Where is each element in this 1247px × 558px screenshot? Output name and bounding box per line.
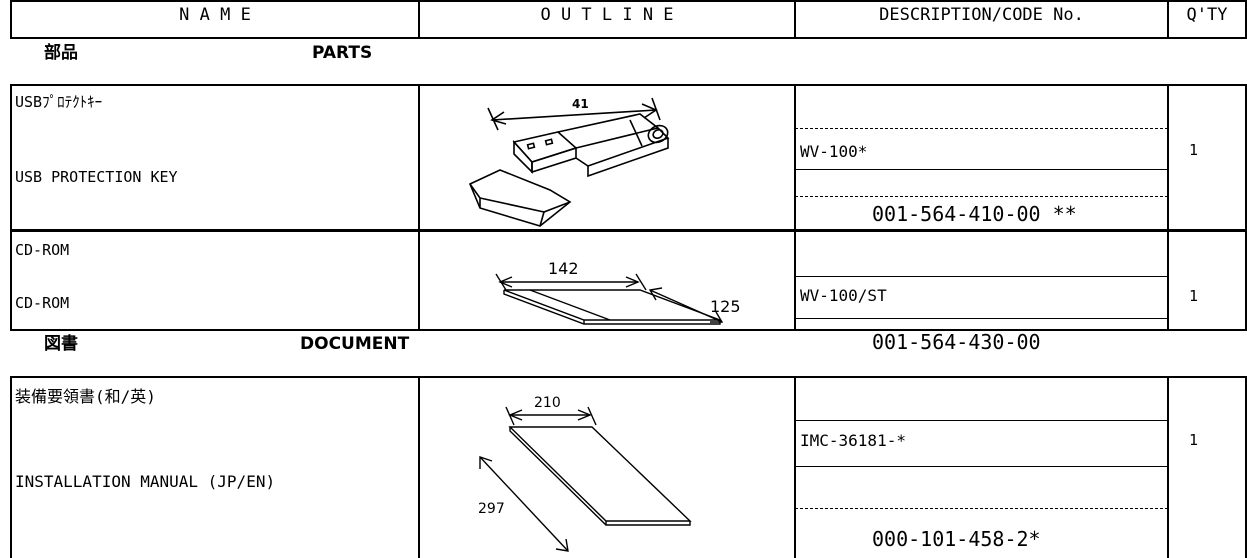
header-qty: Q'TY [1186,5,1228,25]
usb-key-drawing: 41 [468,97,670,227]
row1-right-border [1245,84,1247,230]
row1-dash-1 [795,128,1168,129]
row2-left-border [10,231,12,330]
row1-name-jp: USBﾌﾟﾛﾃｸﾄｷｰ [15,93,103,111]
row1-name-en: USB PROTECTION KEY [15,168,178,186]
row2-divider-2 [794,231,796,330]
row1-qty: 1 [1189,141,1199,159]
row3-code: 000-101-458-2* [872,527,1041,551]
row3-desc-separator-2 [795,466,1168,467]
header-name: N A M E [179,5,251,25]
row3-left-border [10,376,12,558]
row3-divider-3 [1167,376,1169,558]
cd-dim-125: 125 [710,297,741,316]
row1-code: 001-564-410-00 ** [872,202,1077,226]
row1-top-border [10,84,1247,86]
row1-divider-3 [1167,84,1169,230]
row2-dash-2 [795,318,1168,319]
row1-left-border [10,84,12,230]
row2-bottom-border [10,329,1247,331]
row1-dash-2 [795,196,1168,197]
section-parts-en: PARTS [312,43,373,63]
row1-desc-separator [795,169,1168,170]
row3-top-border [10,376,1247,378]
section-document-en: DOCUMENT [300,334,410,354]
row3-dash-1 [795,420,1168,421]
manual-dim-297: 297 [478,501,505,517]
row2-name-jp: CD-ROM [15,241,70,259]
row3-divider-2 [794,376,796,558]
manual-dim-210: 210 [534,395,561,411]
row2-divider-3 [1167,231,1169,330]
row3-dash-2 [795,508,1168,509]
usb-dim-41: 41 [572,97,589,111]
header-divider-3 [1167,0,1169,38]
row2-name-en: CD-ROM [15,294,70,312]
header-divider-1 [418,0,420,38]
header-left-border [10,0,12,38]
header-divider-2 [794,0,796,38]
row1-divider-2 [794,84,796,230]
header-right-border [1245,0,1247,38]
row1-type: WV-100* [800,142,868,161]
row3-qty: 1 [1189,431,1199,449]
row2-dash-1 [795,276,1168,277]
header-description: DESCRIPTION/CODE No. [879,5,1084,25]
row2-code: 001-564-430-00 [872,330,1041,354]
row2-divider-1 [418,231,420,330]
section-document-jp: 図書 [44,334,78,354]
row2-qty: 1 [1189,287,1199,305]
section-parts-jp: 部品 [44,43,78,63]
cd-rom-drawing: 142 125 [495,259,741,325]
row3-right-border [1245,376,1247,558]
row3-name-jp: 装備要領書(和/英) [15,387,156,406]
cd-dim-142: 142 [548,259,579,278]
row1-bottom-border [10,229,1247,232]
row2-right-border [1245,231,1247,330]
header-outline: O U T L I N E [540,5,674,25]
row1-divider-1 [418,84,420,230]
table-top-border [10,0,1247,2]
row2-type: WV-100/ST [800,286,887,305]
row3-type: IMC-36181-* [800,431,906,450]
header-bottom-border [10,37,1247,39]
row3-name-en: INSTALLATION MANUAL (JP/EN) [15,472,276,491]
manual-drawing: 210 297 [478,395,692,552]
row3-divider-1 [418,376,420,558]
